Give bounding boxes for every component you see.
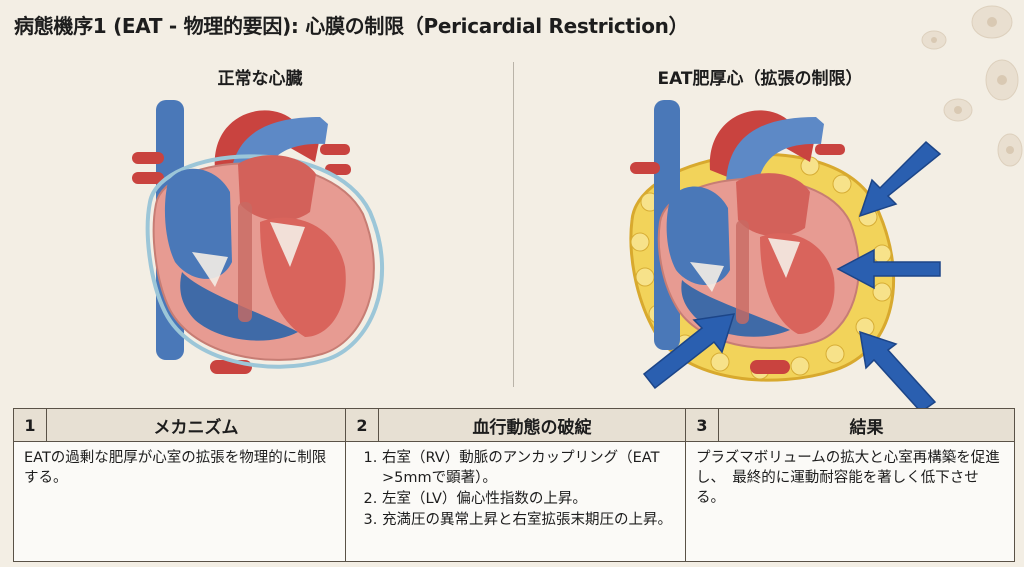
summary-table: 1 メカニズム EATの過剰な肥厚が心室の拡張を物理的に制限する。 2 血行動態… xyxy=(13,408,1015,562)
septum xyxy=(736,220,749,324)
mechanism-text: EATの過剰な肥厚が心室の拡張を物理的に制限する。 xyxy=(24,450,327,486)
result-column: 3 結果 プラズマボリュームの拡大と心室再構築を促進し、 最終的に運動耐容能を著… xyxy=(686,409,1014,561)
compression-arrow xyxy=(858,140,942,218)
column-header: 3 結果 xyxy=(686,409,1014,442)
septum xyxy=(238,202,252,322)
page-title: 病態機序1 (EAT - 物理的要因): 心膜の制限（Pericardial R… xyxy=(14,14,689,38)
list-item: 左室（LV）偏心性指数の上昇。 xyxy=(382,489,675,509)
list-item: 右室（RV）動脈のアンカップリング（EAT >5mmで顕著）。 xyxy=(382,448,675,488)
hemodynamics-column: 2 血行動態の破綻 右室（RV）動脈のアンカップリング（EAT >5mmで顕著）… xyxy=(346,409,686,561)
background-cells-decoration xyxy=(921,5,1023,167)
right-atrium xyxy=(666,186,730,286)
hemodynamics-list: 右室（RV）動脈のアンカップリング（EAT >5mmで顕著）。 左室（LV）偏心… xyxy=(346,442,685,537)
column-title: 結果 xyxy=(849,417,884,438)
column-number: 1 xyxy=(14,409,47,441)
panel-divider xyxy=(513,62,514,387)
list-item: 充満圧の異常上昇と右室拡張末期圧の上昇。 xyxy=(382,510,675,530)
normal-heart-illustration xyxy=(132,100,385,374)
eat-heart-illustration xyxy=(629,100,942,412)
compression-arrow xyxy=(836,248,941,290)
column-title: メカニズム xyxy=(153,417,239,438)
column-header: 1 メカニズム xyxy=(14,409,345,442)
column-number: 2 xyxy=(346,409,379,441)
mechanism-column: 1 メカニズム EATの過剰な肥厚が心室の拡張を物理的に制限する。 xyxy=(14,409,346,561)
column-title: 血行動態の破綻 xyxy=(472,417,592,438)
left-atrium xyxy=(238,155,316,221)
compression-arrow xyxy=(859,330,937,412)
column-header: 2 血行動態の破綻 xyxy=(346,409,685,442)
normal-heart-label: 正常な心臓 xyxy=(217,69,303,89)
result-text: プラズマボリュームの拡大と心室再構築を促進し、 最終的に運動耐容能を著しく低下さ… xyxy=(696,450,1000,506)
column-number: 3 xyxy=(686,409,719,441)
left-atrium xyxy=(736,173,810,237)
right-atrium xyxy=(164,168,232,279)
compression-arrow xyxy=(642,313,736,390)
eat-heart-label: EAT肥厚心（拡張の制限） xyxy=(657,69,863,89)
